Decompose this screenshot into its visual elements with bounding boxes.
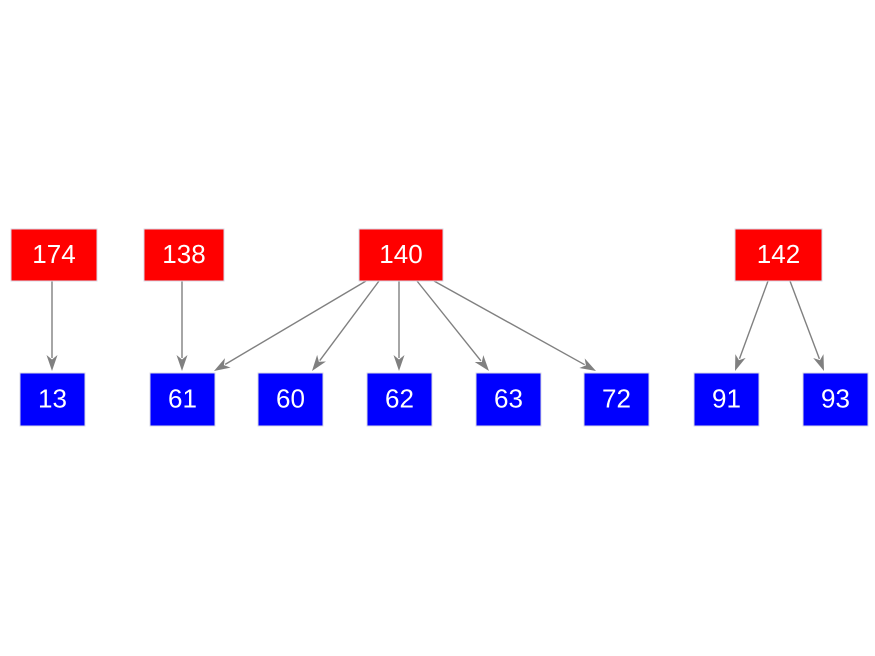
node-label-62: 62 [385, 383, 414, 413]
edge-arrowhead-icon [393, 355, 405, 371]
node-label-72: 72 [602, 383, 631, 413]
node-box-60[interactable] [257, 372, 324, 427]
node-box-13[interactable] [19, 372, 86, 427]
node-142[interactable]: 142 [734, 228, 823, 282]
node-174[interactable]: 174 [10, 228, 98, 282]
edge-arrowhead-icon [813, 354, 824, 371]
node-label-63: 63 [494, 383, 523, 413]
node-box-72[interactable] [583, 372, 650, 427]
edge-arrowhead-icon [312, 354, 326, 371]
node-box-63[interactable] [475, 372, 542, 427]
edge-n140-to-n61 [214, 280, 367, 371]
edge-n140-to-n63 [416, 280, 489, 371]
nodes-layer: 174 138 140 142 13 61 60 62 63 72 91 93 [10, 228, 869, 427]
edge-line [738, 280, 769, 360]
edge-arrowhead-icon [46, 355, 58, 371]
node-93[interactable]: 93 [802, 372, 869, 427]
edge-arrowhead-icon [735, 354, 746, 371]
node-box-91[interactable] [693, 372, 760, 427]
edge-n138-to-n61 [176, 281, 188, 371]
node-box-62[interactable] [366, 372, 433, 427]
edge-arrowhead-icon [176, 355, 188, 371]
node-91[interactable]: 91 [693, 372, 760, 427]
node-72[interactable]: 72 [583, 372, 650, 427]
node-box-138[interactable] [143, 228, 225, 282]
node-140[interactable]: 140 [358, 228, 444, 282]
node-label-174: 174 [32, 239, 75, 269]
edge-line [433, 280, 585, 366]
node-13[interactable]: 13 [19, 372, 86, 427]
node-box-93[interactable] [802, 372, 869, 427]
node-label-138: 138 [162, 239, 205, 269]
edge-line [319, 280, 380, 361]
node-label-91: 91 [712, 383, 741, 413]
edge-line [416, 280, 482, 362]
node-box-174[interactable] [10, 228, 98, 282]
edge-n142-to-n91 [735, 280, 769, 371]
edge-n142-to-n93 [789, 280, 824, 371]
node-box-61[interactable] [149, 372, 216, 427]
edge-n140-to-n62 [393, 281, 405, 371]
node-label-13: 13 [38, 383, 67, 413]
node-label-93: 93 [821, 383, 850, 413]
edge-arrowhead-icon [579, 358, 596, 371]
edges-layer [46, 280, 824, 371]
node-label-142: 142 [757, 239, 800, 269]
node-63[interactable]: 63 [475, 372, 542, 427]
edge-n140-to-n60 [312, 280, 380, 371]
edge-line [789, 280, 821, 360]
node-label-140: 140 [379, 239, 422, 269]
node-label-61: 61 [168, 383, 197, 413]
node-62[interactable]: 62 [366, 372, 433, 427]
node-138[interactable]: 138 [143, 228, 225, 282]
node-box-142[interactable] [734, 228, 823, 282]
node-label-60: 60 [276, 383, 305, 413]
edge-n174-to-n13 [46, 281, 58, 371]
node-60[interactable]: 60 [257, 372, 324, 427]
edge-arrowhead-icon [214, 358, 231, 371]
node-box-140[interactable] [358, 228, 444, 282]
edge-line [224, 280, 367, 365]
node-61[interactable]: 61 [149, 372, 216, 427]
edge-arrowhead-icon [474, 355, 489, 371]
edge-n140-to-n72 [433, 280, 596, 371]
